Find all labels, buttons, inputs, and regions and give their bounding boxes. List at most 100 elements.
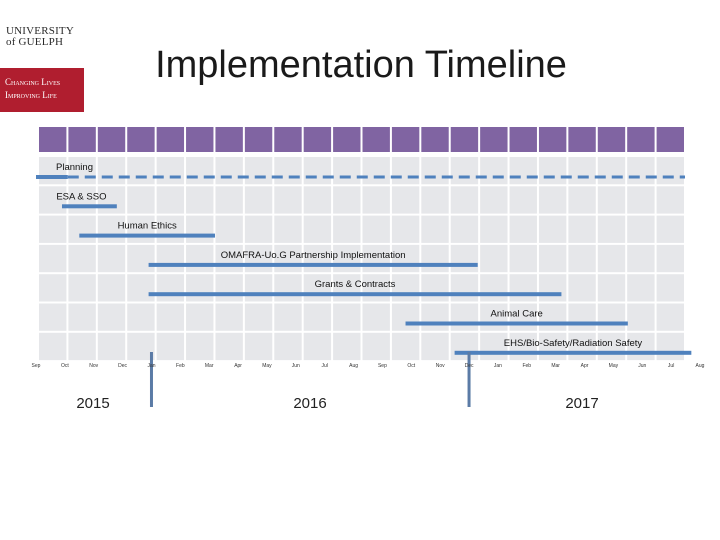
year-divider [467, 352, 471, 407]
grid-cell [68, 186, 96, 214]
grid-cell [597, 186, 626, 214]
grid-cell [421, 186, 449, 214]
grid-cell [186, 244, 214, 273]
grid-cell [127, 215, 155, 243]
task-label: EHS/Bio-Safety/Radiation Safety [504, 338, 643, 349]
task-bar [454, 350, 692, 355]
month-label: Oct [60, 363, 69, 369]
grid-cell [244, 274, 273, 302]
grid-cell [362, 186, 390, 214]
grid-cell [391, 332, 420, 361]
grid-cell [333, 303, 361, 331]
grid-cell [656, 186, 684, 214]
grid-cell [538, 274, 567, 302]
grid-cell [568, 215, 596, 243]
grid-cell [215, 186, 243, 214]
year-divider [149, 352, 153, 407]
year-label: 2016 [293, 395, 327, 412]
month-label: Mar [204, 363, 214, 369]
grid-cell [568, 157, 596, 185]
grid-cell [656, 244, 684, 273]
header-cell [509, 127, 537, 152]
header-cell [303, 127, 332, 152]
header-cell [156, 127, 185, 152]
grid-cell [421, 274, 449, 302]
grid-cell [186, 157, 214, 185]
task-bar [148, 262, 478, 267]
task-label: Human Ethics [118, 221, 177, 232]
grid-cell [68, 274, 96, 302]
grid-cell [68, 332, 96, 361]
month-label: Apr [580, 363, 589, 369]
header-cell [244, 127, 273, 152]
grid-cell [450, 274, 479, 302]
header-cell [656, 127, 684, 152]
grid-cell [333, 186, 361, 214]
month-label: May [608, 363, 619, 369]
grid-cell [127, 186, 155, 214]
month-label: Jun [638, 363, 647, 369]
grid-cell [156, 274, 185, 302]
grid-cell [450, 215, 479, 243]
header-cell [215, 127, 243, 152]
task-bar [61, 204, 117, 209]
grid-cell [568, 186, 596, 214]
header-cell [68, 127, 96, 152]
grid-cell [450, 332, 479, 361]
grid-cell [274, 157, 302, 185]
month-label: Aug [695, 363, 705, 369]
grid-cell [39, 215, 67, 243]
header-cell [480, 127, 508, 152]
grid-cell [303, 303, 332, 331]
grid-cell [627, 244, 655, 273]
grid-cell [215, 244, 243, 273]
grid-cell [215, 303, 243, 331]
grid-cell [97, 244, 126, 273]
grid-cell [480, 244, 508, 273]
grid-cell [421, 332, 449, 361]
grid-cell [627, 186, 655, 214]
grid-cell [39, 157, 67, 185]
grid-cell [97, 186, 126, 214]
month-label: Nov [89, 363, 99, 369]
grid-cell [509, 274, 537, 302]
grid-cell [597, 215, 626, 243]
grid-cell [186, 303, 214, 331]
grid-cell [156, 303, 185, 331]
grid-cell [391, 186, 420, 214]
month-label: Apr [234, 363, 242, 369]
grid-cell [538, 157, 567, 185]
grid-cell [333, 157, 361, 185]
grid-cell [333, 215, 361, 243]
grid-cell [303, 157, 332, 185]
grid-cell [274, 215, 302, 243]
year-label: 2015 [76, 395, 110, 412]
header-cell [39, 127, 67, 152]
grid-cell [186, 332, 214, 361]
grid-cell [362, 303, 390, 331]
task-label: ESA & SSO [56, 191, 106, 202]
month-label: Jan [493, 363, 502, 369]
header-cell [274, 127, 302, 152]
grid-cell [156, 332, 185, 361]
grid-cell [597, 303, 626, 331]
grid-cell [244, 157, 273, 185]
grid-cell [244, 244, 273, 273]
grid-cell [656, 303, 684, 331]
grid-cell [568, 274, 596, 302]
grid-cell [333, 244, 361, 273]
month-label: Feb [176, 363, 185, 369]
task-label: Planning [56, 162, 93, 173]
university-logo: UNIVERSITY of GUELPH Changing Lives Impr… [0, 0, 84, 112]
grid-cell [656, 274, 684, 302]
grid-cell [568, 332, 596, 361]
month-label: Dec [118, 363, 128, 369]
task-bar [36, 175, 68, 179]
grid-cell [215, 274, 243, 302]
task-bar [148, 292, 562, 297]
grid-cell [391, 303, 420, 331]
grid-cell [97, 157, 126, 185]
header-cell [97, 127, 126, 152]
grid-cell [421, 303, 449, 331]
